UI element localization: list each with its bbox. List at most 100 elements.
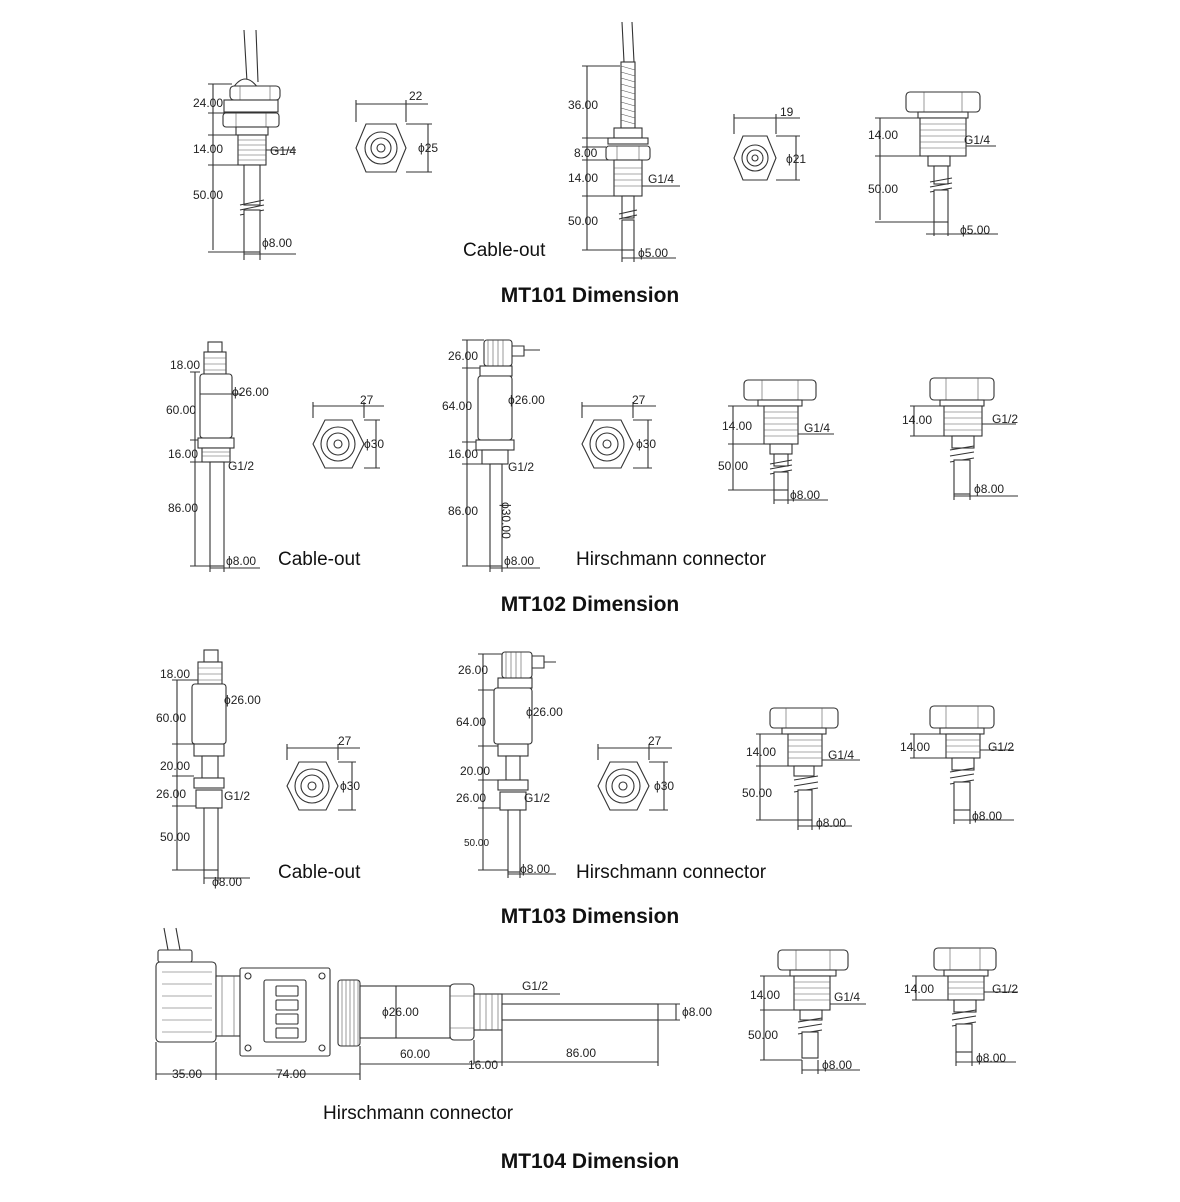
mt102-left-d3: 16.00 — [168, 447, 198, 461]
mt101-title: MT101 Dimension — [501, 284, 680, 307]
mt101-mid-d2: 8.00 — [574, 146, 598, 160]
mt103-left-body: ϕ26.00 — [224, 693, 261, 707]
mt103-fit1-d1: 14.00 — [746, 745, 776, 759]
mt102-fit1-thread: G1/4 — [804, 421, 830, 435]
mt104-l2: 74.00 — [276, 1067, 306, 1081]
mt102-section: 18.00 60.00 16.00 86.00 ϕ26.00 G1/2 ϕ8.0… — [166, 339, 1018, 616]
mt103-section: 18.00 60.00 20.00 26.00 50.00 ϕ26.00 G1/… — [156, 649, 1014, 928]
mt101-mid-thread: G1/4 — [648, 172, 674, 186]
mt103-title: MT103 Dimension — [501, 905, 680, 928]
mt101-left-hex-w: 22 — [409, 89, 423, 103]
mt103-caption-left: Cable-out — [278, 862, 361, 883]
mt101-caption: Cable-out — [463, 240, 546, 261]
mt102-fit1-dia: ϕ8.00 — [790, 488, 820, 502]
mt102-left-d1: 18.00 — [170, 358, 200, 372]
mt102-caption-left: Cable-out — [278, 549, 361, 570]
mt101-right-d2: 50.00 — [868, 182, 898, 196]
mt102-left-hex-d: ϕ30 — [364, 437, 384, 451]
mt102-fit2 — [910, 377, 1018, 500]
mt103-fit2-thread: G1/2 — [988, 740, 1014, 754]
mt104-section: G1/2 ϕ26.00 ϕ8.00 35.00 74.00 60.00 16.0… — [155, 927, 1018, 1173]
mt102-mid-hex-d: ϕ30 — [636, 437, 656, 451]
mt103-left-thread: G1/2 — [224, 789, 250, 803]
mt104-fit2-thread: G1/2 — [992, 982, 1018, 996]
mt102-mid-hex-w: 27 — [632, 393, 646, 407]
mt102-fit1 — [728, 379, 834, 504]
mt104-fit2-dia: ϕ8.00 — [976, 1051, 1006, 1065]
mt104-fit1-d1: 14.00 — [750, 988, 780, 1002]
mt102-left-d2: 60.00 — [166, 403, 196, 417]
mt101-left-hex — [355, 100, 432, 173]
mt101-mid-sensor — [582, 21, 680, 262]
mt103-left-dia: ϕ8.00 — [212, 875, 242, 889]
mt103-fit2-d1: 14.00 — [900, 740, 930, 754]
mt101-mid-d4: 50.00 — [568, 214, 598, 228]
mt104-fit1-thread: G1/4 — [834, 990, 860, 1004]
mt102-left-thread: G1/2 — [228, 459, 254, 473]
mt101-right-thread: G1/4 — [964, 133, 990, 147]
mt103-mid-d5: 50.00 — [464, 838, 489, 849]
mt102-left-sensor — [190, 341, 260, 572]
mt103-mid-d2: 64.00 — [456, 715, 486, 729]
mt101-mid-hex-w: 19 — [780, 105, 794, 119]
mt103-left-hex — [286, 744, 360, 811]
mt103-fit1-thread: G1/4 — [828, 748, 854, 762]
mt101-right-fitting — [875, 91, 998, 236]
mt103-left-sensor — [172, 649, 250, 884]
mt104-thread: G1/2 — [522, 979, 548, 993]
mt103-mid-body: ϕ26.00 — [526, 705, 563, 719]
mt103-left-d1: 18.00 — [160, 667, 190, 681]
mt103-mid-thread: G1/2 — [524, 791, 550, 805]
mt102-caption-right: Hirschmann connector — [576, 549, 767, 570]
mt103-mid-d1: 26.00 — [458, 663, 488, 677]
mt102-title: MT102 Dimension — [501, 593, 680, 616]
mt102-left-body: ϕ26.00 — [232, 385, 269, 399]
mt102-mid-thread: G1/2 — [508, 460, 534, 474]
mt104-l5: 86.00 — [566, 1046, 596, 1060]
mt104-l1: 35.00 — [172, 1067, 202, 1081]
mt103-fit2 — [910, 705, 1014, 824]
mt102-mid-d4: 86.00 — [448, 504, 478, 518]
mt101-mid-d1: 36.00 — [568, 98, 598, 112]
mt103-left-d3: 20.00 — [160, 759, 190, 773]
mt101-left-thread: G1/4 — [270, 144, 296, 158]
mt102-mid-dia: ϕ8.00 — [504, 554, 534, 568]
mt101-left-d3: 50.00 — [193, 188, 223, 202]
mt102-left-hex-w: 27 — [360, 393, 374, 407]
mt102-left-d4: 86.00 — [168, 501, 198, 515]
mt103-left-hex-w: 27 — [338, 734, 352, 748]
mt102-fit2-d1: 14.00 — [902, 413, 932, 427]
mt104-body: ϕ26.00 — [382, 1005, 419, 1019]
mt103-mid-sensor — [478, 651, 556, 878]
mt104-fit2 — [912, 947, 1018, 1066]
mt102-mid-vert: ϕ30.00 — [499, 502, 513, 539]
mt101-mid-dia: ϕ5.00 — [638, 246, 668, 260]
mt103-caption-right: Hirschmann connector — [576, 862, 767, 883]
mt103-mid-d4: 26.00 — [456, 791, 486, 805]
mt102-mid-d1: 26.00 — [448, 349, 478, 363]
mt103-mid-hex-w: 27 — [648, 734, 662, 748]
mt103-fit1-d2: 50.00 — [742, 786, 772, 800]
mt102-mid-body: ϕ26.00 — [508, 393, 545, 407]
mt101-left-hex-d: ϕ25 — [418, 141, 438, 155]
mt104-fit1 — [760, 949, 866, 1074]
mt104-l4: 16.00 — [468, 1058, 498, 1072]
mt102-mid-d2: 64.00 — [442, 399, 472, 413]
mt104-dia: ϕ8.00 — [682, 1005, 712, 1019]
mt103-fit1 — [756, 707, 860, 830]
mt103-left-d5: 50.00 — [160, 830, 190, 844]
mt101-left-dia: ϕ8.00 — [262, 236, 292, 250]
mt103-fit1-dia: ϕ8.00 — [816, 816, 846, 830]
mt104-main-sensor — [155, 927, 680, 1080]
mt104-fit2-d1: 14.00 — [904, 982, 934, 996]
mt101-left-d2: 14.00 — [193, 142, 223, 156]
mt102-mid-d3: 16.00 — [448, 447, 478, 461]
mt102-left-hex — [312, 402, 384, 469]
mt101-left-sensor — [208, 29, 296, 260]
mt103-left-d2: 60.00 — [156, 711, 186, 725]
mt103-mid-hex-d: ϕ30 — [654, 779, 674, 793]
mt102-fit1-d1: 14.00 — [722, 419, 752, 433]
mt101-right-dia: ϕ5.00 — [960, 223, 990, 237]
mt101-left-d1: 24.00 — [193, 96, 223, 110]
